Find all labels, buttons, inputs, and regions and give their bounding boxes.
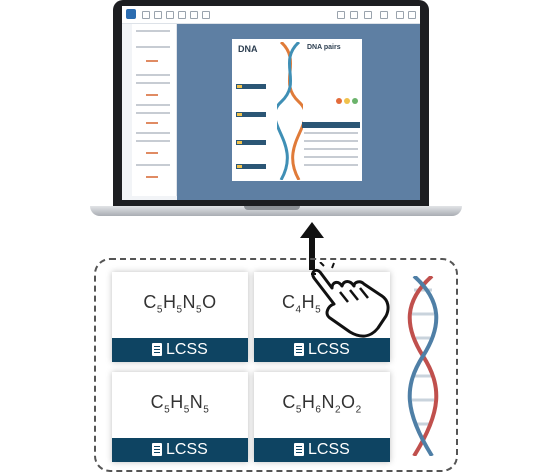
base-label (236, 140, 266, 145)
sidebar-row (136, 46, 170, 48)
user-icon[interactable] (396, 11, 404, 19)
sidebar-row (136, 140, 170, 142)
element-count: 5 (196, 304, 203, 316)
formula-text: C4H5 (254, 292, 390, 316)
element-count: 5 (315, 304, 322, 316)
laptop-screen: DNA DNA pairs (122, 6, 420, 200)
color-dot (344, 98, 350, 104)
lcss-button[interactable]: LCSS (254, 338, 390, 362)
base-label (236, 112, 266, 117)
formula-card[interactable]: C5H5N5 LCSS (112, 372, 248, 462)
sidebar-button[interactable] (146, 152, 158, 154)
document-icon (152, 343, 162, 356)
color-dot (336, 98, 342, 104)
sidebar-row (136, 112, 170, 114)
element-count: 5 (164, 404, 171, 416)
element-count: 5 (203, 404, 210, 416)
download-icon[interactable] (350, 11, 358, 19)
element-count: 5 (176, 304, 183, 316)
snippet-panel (94, 258, 458, 472)
sidebar-button[interactable] (146, 94, 158, 96)
element-count: 6 (315, 404, 322, 416)
lcss-button[interactable]: LCSS (112, 338, 248, 362)
editor-sidebar (132, 24, 177, 196)
lcss-label: LCSS (308, 341, 350, 358)
element-count: 2 (334, 404, 342, 416)
laptop-base (90, 206, 462, 216)
element-symbol: H (301, 292, 316, 312)
dna-helix-icon (407, 276, 439, 456)
base-label (236, 84, 266, 89)
app-logo-icon (126, 9, 136, 19)
formula-text: C5H6N2O2 (254, 392, 390, 416)
formula-text: C5H5N5O (112, 292, 248, 316)
sidebar-button[interactable] (146, 176, 158, 178)
lcss-label: LCSS (166, 341, 208, 358)
poster-pairs-title: DNA pairs (307, 44, 341, 51)
undo-icon[interactable] (142, 11, 150, 19)
lcss-button[interactable]: LCSS (112, 438, 248, 462)
element-symbol: H (162, 292, 177, 312)
poster-helix-icon (277, 42, 303, 180)
lcss-label: LCSS (166, 441, 208, 458)
sidebar-row (136, 164, 170, 166)
sidebar-row (136, 74, 170, 76)
element-symbol: C (282, 392, 296, 412)
document-icon (294, 343, 304, 356)
redo-icon[interactable] (154, 11, 162, 19)
sidebar-row (136, 132, 170, 134)
laptop-notch (244, 206, 300, 210)
pointing-hand-icon (311, 262, 390, 338)
element-symbol: O (202, 292, 217, 312)
present-icon[interactable] (364, 11, 372, 19)
facts-banner (302, 122, 360, 128)
poster-title: DNA (238, 44, 258, 54)
sidebar-button[interactable] (146, 60, 158, 62)
element-symbol: C (282, 292, 296, 312)
formula-card[interactable]: C5H6N2O2 LCSS (254, 372, 390, 462)
arrow-up-icon (300, 222, 324, 238)
sidebar-row (136, 82, 170, 84)
lcss-label: LCSS (308, 441, 350, 458)
element-count: 5 (183, 404, 190, 416)
fact-line (304, 148, 358, 150)
element-symbol: H (170, 392, 184, 412)
arrow-shaft (309, 232, 315, 270)
fact-line (304, 164, 358, 166)
editor-toolbar (122, 6, 420, 24)
fact-line (304, 140, 358, 142)
base-label (236, 164, 266, 169)
fact-line (304, 156, 358, 158)
sidebar-row (136, 30, 170, 32)
chart-icon[interactable] (202, 11, 210, 19)
sidebar-row (136, 104, 170, 106)
settings-icon[interactable] (380, 11, 388, 19)
document-icon (294, 443, 304, 456)
element-symbol: H (301, 392, 316, 412)
element-symbol: C (143, 292, 157, 312)
document-icon (152, 443, 162, 456)
element-count: 5 (156, 304, 163, 316)
color-dot (352, 98, 358, 104)
element-symbol: O (341, 392, 356, 412)
element-count: 5 (295, 404, 302, 416)
formula-card[interactable]: C5H5N5O LCSS (112, 272, 248, 362)
element-symbol: N (182, 292, 197, 312)
element-symbol: C (150, 392, 165, 412)
share-icon[interactable] (337, 11, 345, 19)
element-count: 4 (295, 304, 302, 316)
element-symbol: N (321, 392, 335, 412)
menu-icon[interactable] (408, 11, 416, 19)
formula-text: C5H5N5 (112, 392, 248, 416)
element-symbol: N (189, 392, 204, 412)
sidebar-button[interactable] (146, 122, 158, 124)
element-count: 2 (355, 404, 362, 416)
image-icon[interactable] (190, 11, 198, 19)
lcss-button[interactable]: LCSS (254, 438, 390, 462)
text-icon[interactable] (166, 11, 174, 19)
shape-icon[interactable] (178, 11, 186, 19)
fact-line (304, 132, 358, 134)
